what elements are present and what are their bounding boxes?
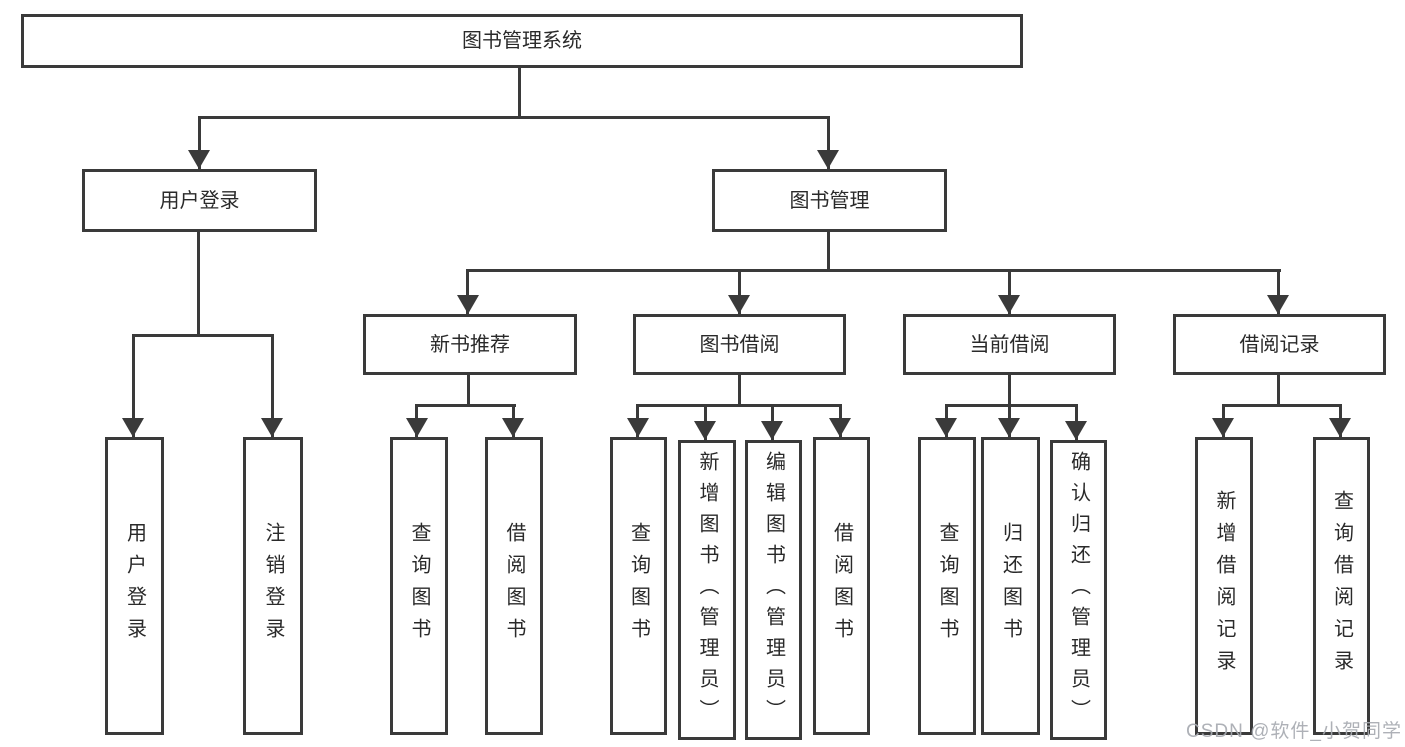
leaf-user-login: 用户登录 (105, 437, 164, 735)
connector-stem-new-book (467, 375, 470, 407)
connector-rail-new-book (415, 404, 516, 407)
connector-drop-leaf-logout (271, 334, 274, 437)
connector-stem-root (518, 68, 521, 119)
leaf-current-confirm-return-admin: 确认归还（管理员） (1050, 440, 1107, 740)
connector-stem-user-login (197, 232, 200, 337)
arrowhead-borrow-records (1267, 295, 1289, 314)
connector-rail-book-borrow (636, 404, 842, 407)
arrowhead-nb-query (406, 418, 428, 437)
connector-rail-user-login (132, 334, 274, 337)
node-book-management: 图书管理 (712, 169, 947, 232)
connector-rail-level3 (466, 269, 1281, 272)
arrowhead-leaf-user-login (122, 418, 144, 437)
leaf-current-return-books: 归还图书 (981, 437, 1040, 735)
leaf-logout: 注销登录 (243, 437, 303, 735)
node-root-system: 图书管理系统 (21, 14, 1023, 68)
connector-rail-borrow-records (1222, 404, 1342, 407)
arrowhead-bb-add (694, 421, 716, 440)
node-borrow-records: 借阅记录 (1173, 314, 1386, 375)
arrowhead-new-book (457, 295, 479, 314)
arrowhead-book-management (817, 150, 839, 169)
arrowhead-bb-borrow (829, 418, 851, 437)
connector-drop-current-borrow (1008, 269, 1011, 314)
leaf-records-query-record: 查询借阅记录 (1313, 437, 1370, 735)
arrowhead-cb-confirm (1065, 421, 1087, 440)
arrowhead-rec-add (1212, 418, 1234, 437)
node-new-book-recommend: 新书推荐 (363, 314, 577, 375)
arrowhead-cb-query (935, 418, 957, 437)
connector-stem-book-borrow (738, 375, 741, 407)
leaf-newbook-query-books: 查询图书 (390, 437, 448, 735)
arrowhead-bb-edit (761, 421, 783, 440)
connector-drop-book-borrow (738, 269, 741, 314)
leaf-records-add-record: 新增借阅记录 (1195, 437, 1253, 735)
arrowhead-user-login (188, 150, 210, 169)
connector-drop-leaf-user-login (132, 334, 135, 437)
arrowhead-nb-borrow (502, 418, 524, 437)
connector-stem-book-management (827, 232, 830, 272)
arrowhead-current-borrow (998, 295, 1020, 314)
connector-rail-current-borrow (945, 404, 1078, 407)
csdn-watermark: CSDN @软件_小贺同学 (1186, 721, 1402, 742)
connector-rail-level1 (198, 116, 830, 119)
connector-drop-book-management (827, 116, 830, 169)
node-user-login: 用户登录 (82, 169, 317, 232)
connector-drop-borrow-records (1277, 269, 1280, 314)
leaf-borrow-query-books: 查询图书 (610, 437, 667, 735)
connector-drop-new-book (466, 269, 469, 314)
leaf-borrow-borrow-books: 借阅图书 (813, 437, 870, 735)
leaf-newbook-borrow-books: 借阅图书 (485, 437, 543, 735)
connector-stem-borrow-records (1277, 375, 1280, 407)
arrowhead-leaf-logout (261, 418, 283, 437)
node-book-borrow: 图书借阅 (633, 314, 846, 375)
leaf-borrow-add-books-admin: 新增图书（管理员） (678, 440, 736, 740)
leaf-borrow-edit-books-admin: 编辑图书（管理员） (745, 440, 802, 740)
node-current-borrow: 当前借阅 (903, 314, 1116, 375)
arrowhead-rec-query (1329, 418, 1351, 437)
connector-drop-user-login (198, 116, 201, 169)
arrowhead-cb-return (998, 418, 1020, 437)
arrowhead-bb-query (627, 418, 649, 437)
leaf-current-query-books: 查询图书 (918, 437, 976, 735)
arrowhead-book-borrow (728, 295, 750, 314)
connector-stem-current-borrow (1008, 375, 1011, 407)
